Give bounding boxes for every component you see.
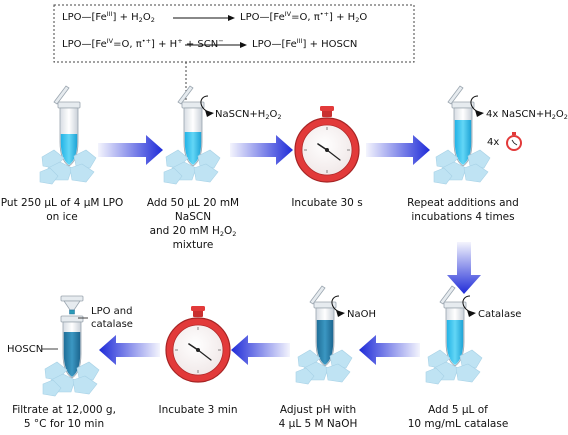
flow-arrow-3-4	[366, 135, 430, 165]
flow-arrow-5-6	[359, 335, 420, 365]
filter-tube-on-ice	[42, 295, 100, 397]
equation-2-left: LPO—[FeIV=O, π•+] + H+ + SCN−	[62, 37, 224, 50]
equation-1-left: LPO—[FeIII] + H2O2	[62, 10, 155, 24]
repeat-count-label: 4x	[487, 137, 500, 148]
tube-on-ice-1	[39, 85, 97, 185]
tube-on-ice-6	[295, 285, 353, 385]
step-3-caption: Incubate 30 s	[291, 197, 363, 209]
flow-arrow-4-5	[447, 242, 481, 294]
reagent-label-step6: NaOH	[347, 309, 376, 320]
reagent-label-step4: 4x NaSCN+H2O2	[486, 109, 568, 121]
reaction-arrow-1	[173, 15, 235, 21]
flow-arrow-1-2	[98, 135, 163, 165]
step-8-caption: Filtrate at 12,000 g,5 °C for 10 min	[12, 404, 116, 430]
equation-2-right: LPO—[FeIII] + HOSCN	[252, 37, 358, 50]
reagent-label-step5: Catalase	[478, 309, 522, 320]
tube-on-ice-5	[425, 285, 483, 385]
equation-box	[53, 4, 415, 63]
small-timer-icon	[506, 132, 522, 151]
tube-on-ice-4	[433, 85, 491, 185]
flow-arrow-6-7	[231, 335, 290, 365]
flow-arrow-7-8	[99, 335, 160, 365]
reagent-label-step2: NaSCN+H2O2	[215, 109, 282, 121]
workflow-diagram	[39, 4, 522, 397]
timer-icon-3min	[165, 306, 231, 383]
tube-on-ice-2	[163, 85, 221, 185]
flow-arrow-2-3	[230, 135, 293, 165]
step-7-caption: Incubate 3 min	[158, 404, 238, 416]
filtrate-product-label: HOSCN	[7, 344, 44, 355]
equation-1-right: LPO—[FeIV=O, π•+] + H2O	[240, 10, 368, 24]
reaction-arrow-2	[185, 42, 247, 48]
timer-icon-30s	[294, 106, 360, 183]
